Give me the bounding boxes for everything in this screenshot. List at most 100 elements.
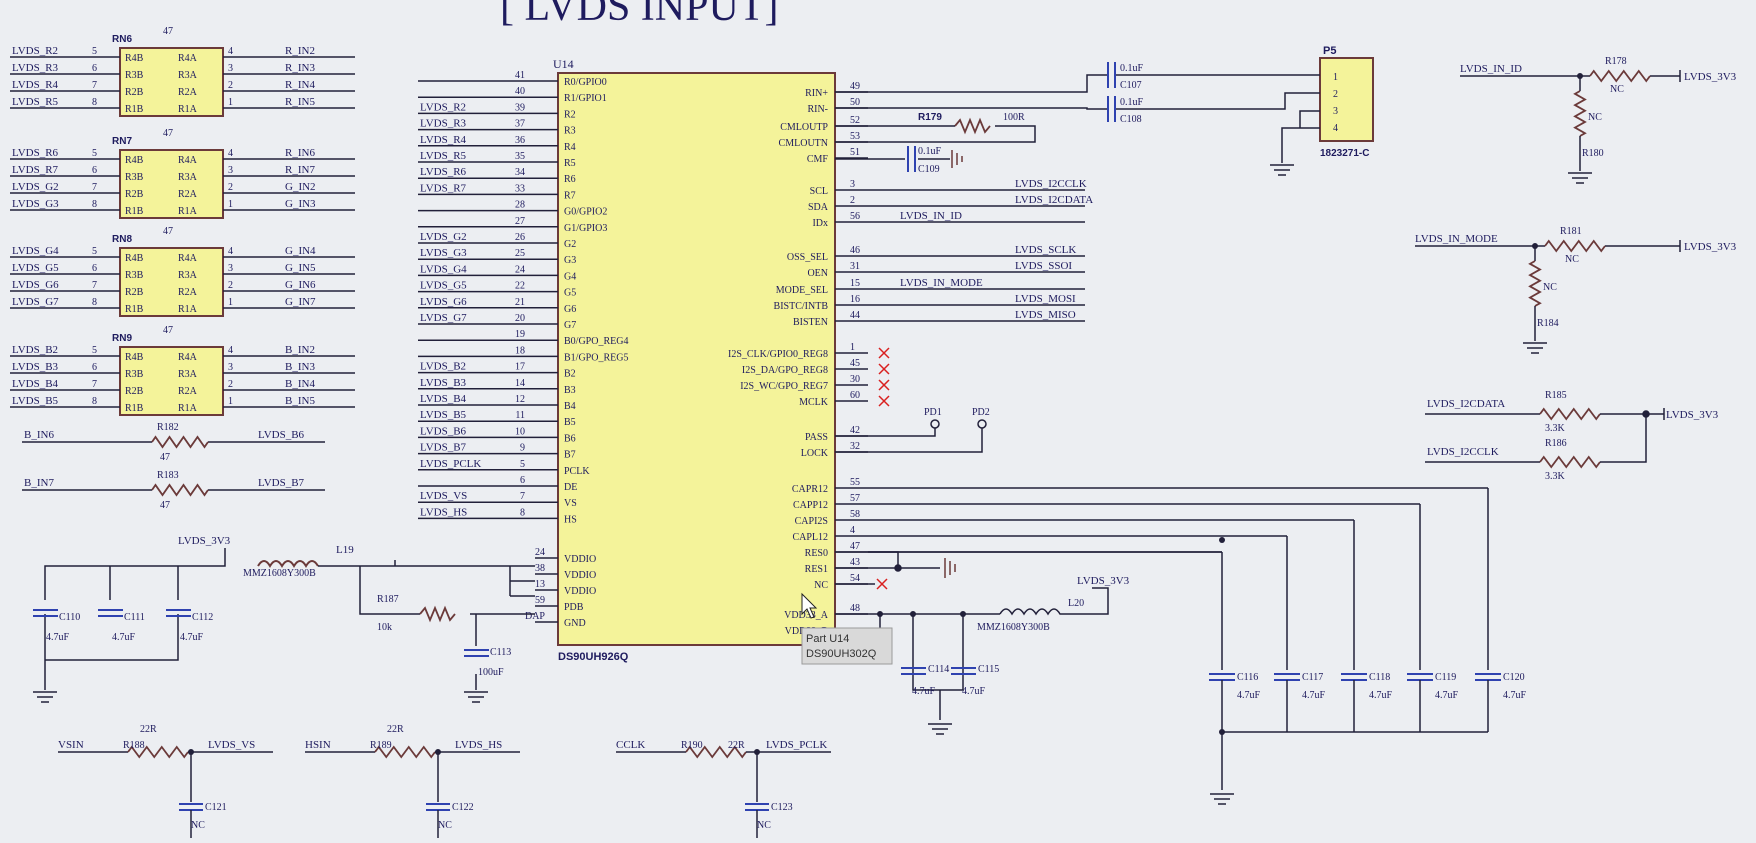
tp-pd2[interactable]: PD2 bbox=[972, 407, 990, 418]
tp-pd1[interactable]: PD1 bbox=[924, 407, 942, 418]
u14-pin-num: 51 bbox=[850, 147, 860, 158]
u14-pin-name: MCLK bbox=[799, 397, 829, 408]
rn-row-name-right: R2A bbox=[178, 189, 198, 200]
r187-resistor[interactable] bbox=[419, 605, 456, 623]
nc-series-ref: R181 bbox=[1560, 226, 1582, 237]
rn-pin-left: 6 bbox=[92, 362, 97, 373]
pulldown-resistor-body[interactable] bbox=[1573, 90, 1587, 137]
connector-p5[interactable]: P5 1823271-C 1 2 3 4 bbox=[1319, 45, 1374, 159]
u14-pin-net: LVDS_MISO bbox=[1015, 309, 1076, 321]
resistor-body[interactable] bbox=[151, 483, 209, 497]
nc-pull-ref: R184 bbox=[1537, 318, 1559, 329]
rn-pin-left: 5 bbox=[92, 246, 97, 257]
pullup-resistor-body[interactable] bbox=[1539, 455, 1601, 469]
c114-capacitor[interactable]: C114 4.7uF bbox=[901, 664, 949, 697]
pulldown-resistor-body[interactable] bbox=[1528, 260, 1542, 307]
tooltip-line1: Part U14 bbox=[806, 633, 849, 645]
c107-capacitor[interactable]: 0.1uF C107 bbox=[1107, 62, 1144, 91]
c115-capacitor[interactable]: C115 4.7uF bbox=[951, 664, 999, 697]
cap-ref: C116 bbox=[1237, 672, 1258, 683]
filter-resistor-body[interactable] bbox=[127, 745, 189, 759]
series-net-right: LVDS_B6 bbox=[258, 429, 305, 441]
rn-row-name-right: R2A bbox=[178, 287, 198, 298]
rn-ref: RN7 bbox=[112, 136, 132, 147]
rn-net-right: G_IN4 bbox=[285, 245, 316, 257]
power-section-left: LVDS_3V3 L19 MMZ1608Y300B R187 10k C110 … bbox=[33, 535, 535, 703]
r179-resistor[interactable]: R179 100R bbox=[910, 112, 1025, 135]
u14-pin-name: B2 bbox=[564, 369, 576, 380]
cap-value: 4.7uF bbox=[1503, 690, 1527, 701]
u14-pin-name: R0/GPIO0 bbox=[564, 77, 607, 88]
rn-row-name-right: R4A bbox=[178, 253, 198, 264]
vdd33-section: L20 MMZ1608Y300B LVDS_3V3 C114 4.7uF C11… bbox=[835, 575, 1130, 735]
u14-pin-name: G6 bbox=[564, 304, 576, 315]
series-value: 47 bbox=[160, 452, 170, 463]
c110-capacitor[interactable]: C110 4.7uF bbox=[33, 609, 80, 643]
filter-cap-value: NC bbox=[757, 820, 771, 831]
series-resistor-body[interactable] bbox=[1589, 69, 1651, 83]
u14-pin-name: HS bbox=[564, 514, 577, 525]
rn-pin-right: 3 bbox=[228, 63, 233, 74]
c113-capacitor[interactable]: C113 100uF bbox=[464, 647, 511, 678]
u14-chip[interactable]: U14 DS90UH926Q bbox=[553, 57, 836, 663]
c112-capacitor[interactable]: C112 4.7uF bbox=[166, 609, 213, 643]
rn-net-right: B_IN4 bbox=[285, 378, 315, 390]
p5-part: 1823271-C bbox=[1320, 148, 1369, 159]
c109-capacitor[interactable]: 0.1uF C109 bbox=[907, 146, 963, 175]
filter-resistor-body[interactable] bbox=[374, 745, 436, 759]
rn-net-right: G_IN7 bbox=[285, 296, 316, 308]
c111-capacitor[interactable]: C111 4.7uF bbox=[98, 609, 145, 643]
rn-pin-left: 5 bbox=[92, 345, 97, 356]
u14-pin-num: 56 bbox=[850, 211, 860, 222]
u14-pin-name: SDA bbox=[808, 202, 829, 213]
u14-pin-name: PCLK bbox=[564, 466, 590, 477]
r179-ref: R179 bbox=[918, 112, 942, 123]
u14-power-pin-name: VDDIO bbox=[564, 554, 596, 565]
rn-row-name-left: R4B bbox=[125, 53, 144, 64]
rn-row-name-right: R4A bbox=[178, 352, 198, 363]
u14-pin-name: B4 bbox=[564, 401, 576, 412]
rn-body[interactable] bbox=[119, 149, 224, 219]
series-resistor-body[interactable] bbox=[1544, 239, 1606, 253]
c108-capacitor[interactable]: 0.1uF C108 bbox=[1107, 96, 1144, 125]
c108-ref: C108 bbox=[1120, 114, 1142, 125]
rn-net-left: LVDS_R4 bbox=[12, 79, 59, 91]
rn-body[interactable] bbox=[119, 247, 224, 317]
resistor-body[interactable] bbox=[151, 435, 209, 449]
u14-pin-num: 30 bbox=[850, 374, 860, 385]
c111-value: 4.7uF bbox=[112, 632, 136, 643]
u14-pin-net: LVDS_HS bbox=[420, 506, 467, 518]
l19-inductor[interactable] bbox=[257, 560, 319, 568]
rn-row-name-left: R2B bbox=[125, 386, 144, 397]
p5-pin-1: 1 bbox=[1333, 72, 1338, 83]
pullup-resistor-body[interactable] bbox=[1539, 407, 1601, 421]
rn-body[interactable] bbox=[119, 346, 224, 416]
series-net-left: B_IN6 bbox=[24, 429, 54, 441]
c112-ref: C112 bbox=[192, 612, 213, 623]
u14-pin-num: 42 bbox=[850, 425, 860, 436]
r179-value: 100R bbox=[1003, 112, 1025, 123]
rn-body[interactable] bbox=[119, 47, 224, 117]
filter-resistor-body[interactable] bbox=[685, 745, 747, 759]
u14-power-pin-name: VDDIO bbox=[564, 586, 596, 597]
rn-net-left: LVDS_B4 bbox=[12, 378, 59, 390]
i2c-rail-wiring bbox=[1600, 408, 1665, 463]
